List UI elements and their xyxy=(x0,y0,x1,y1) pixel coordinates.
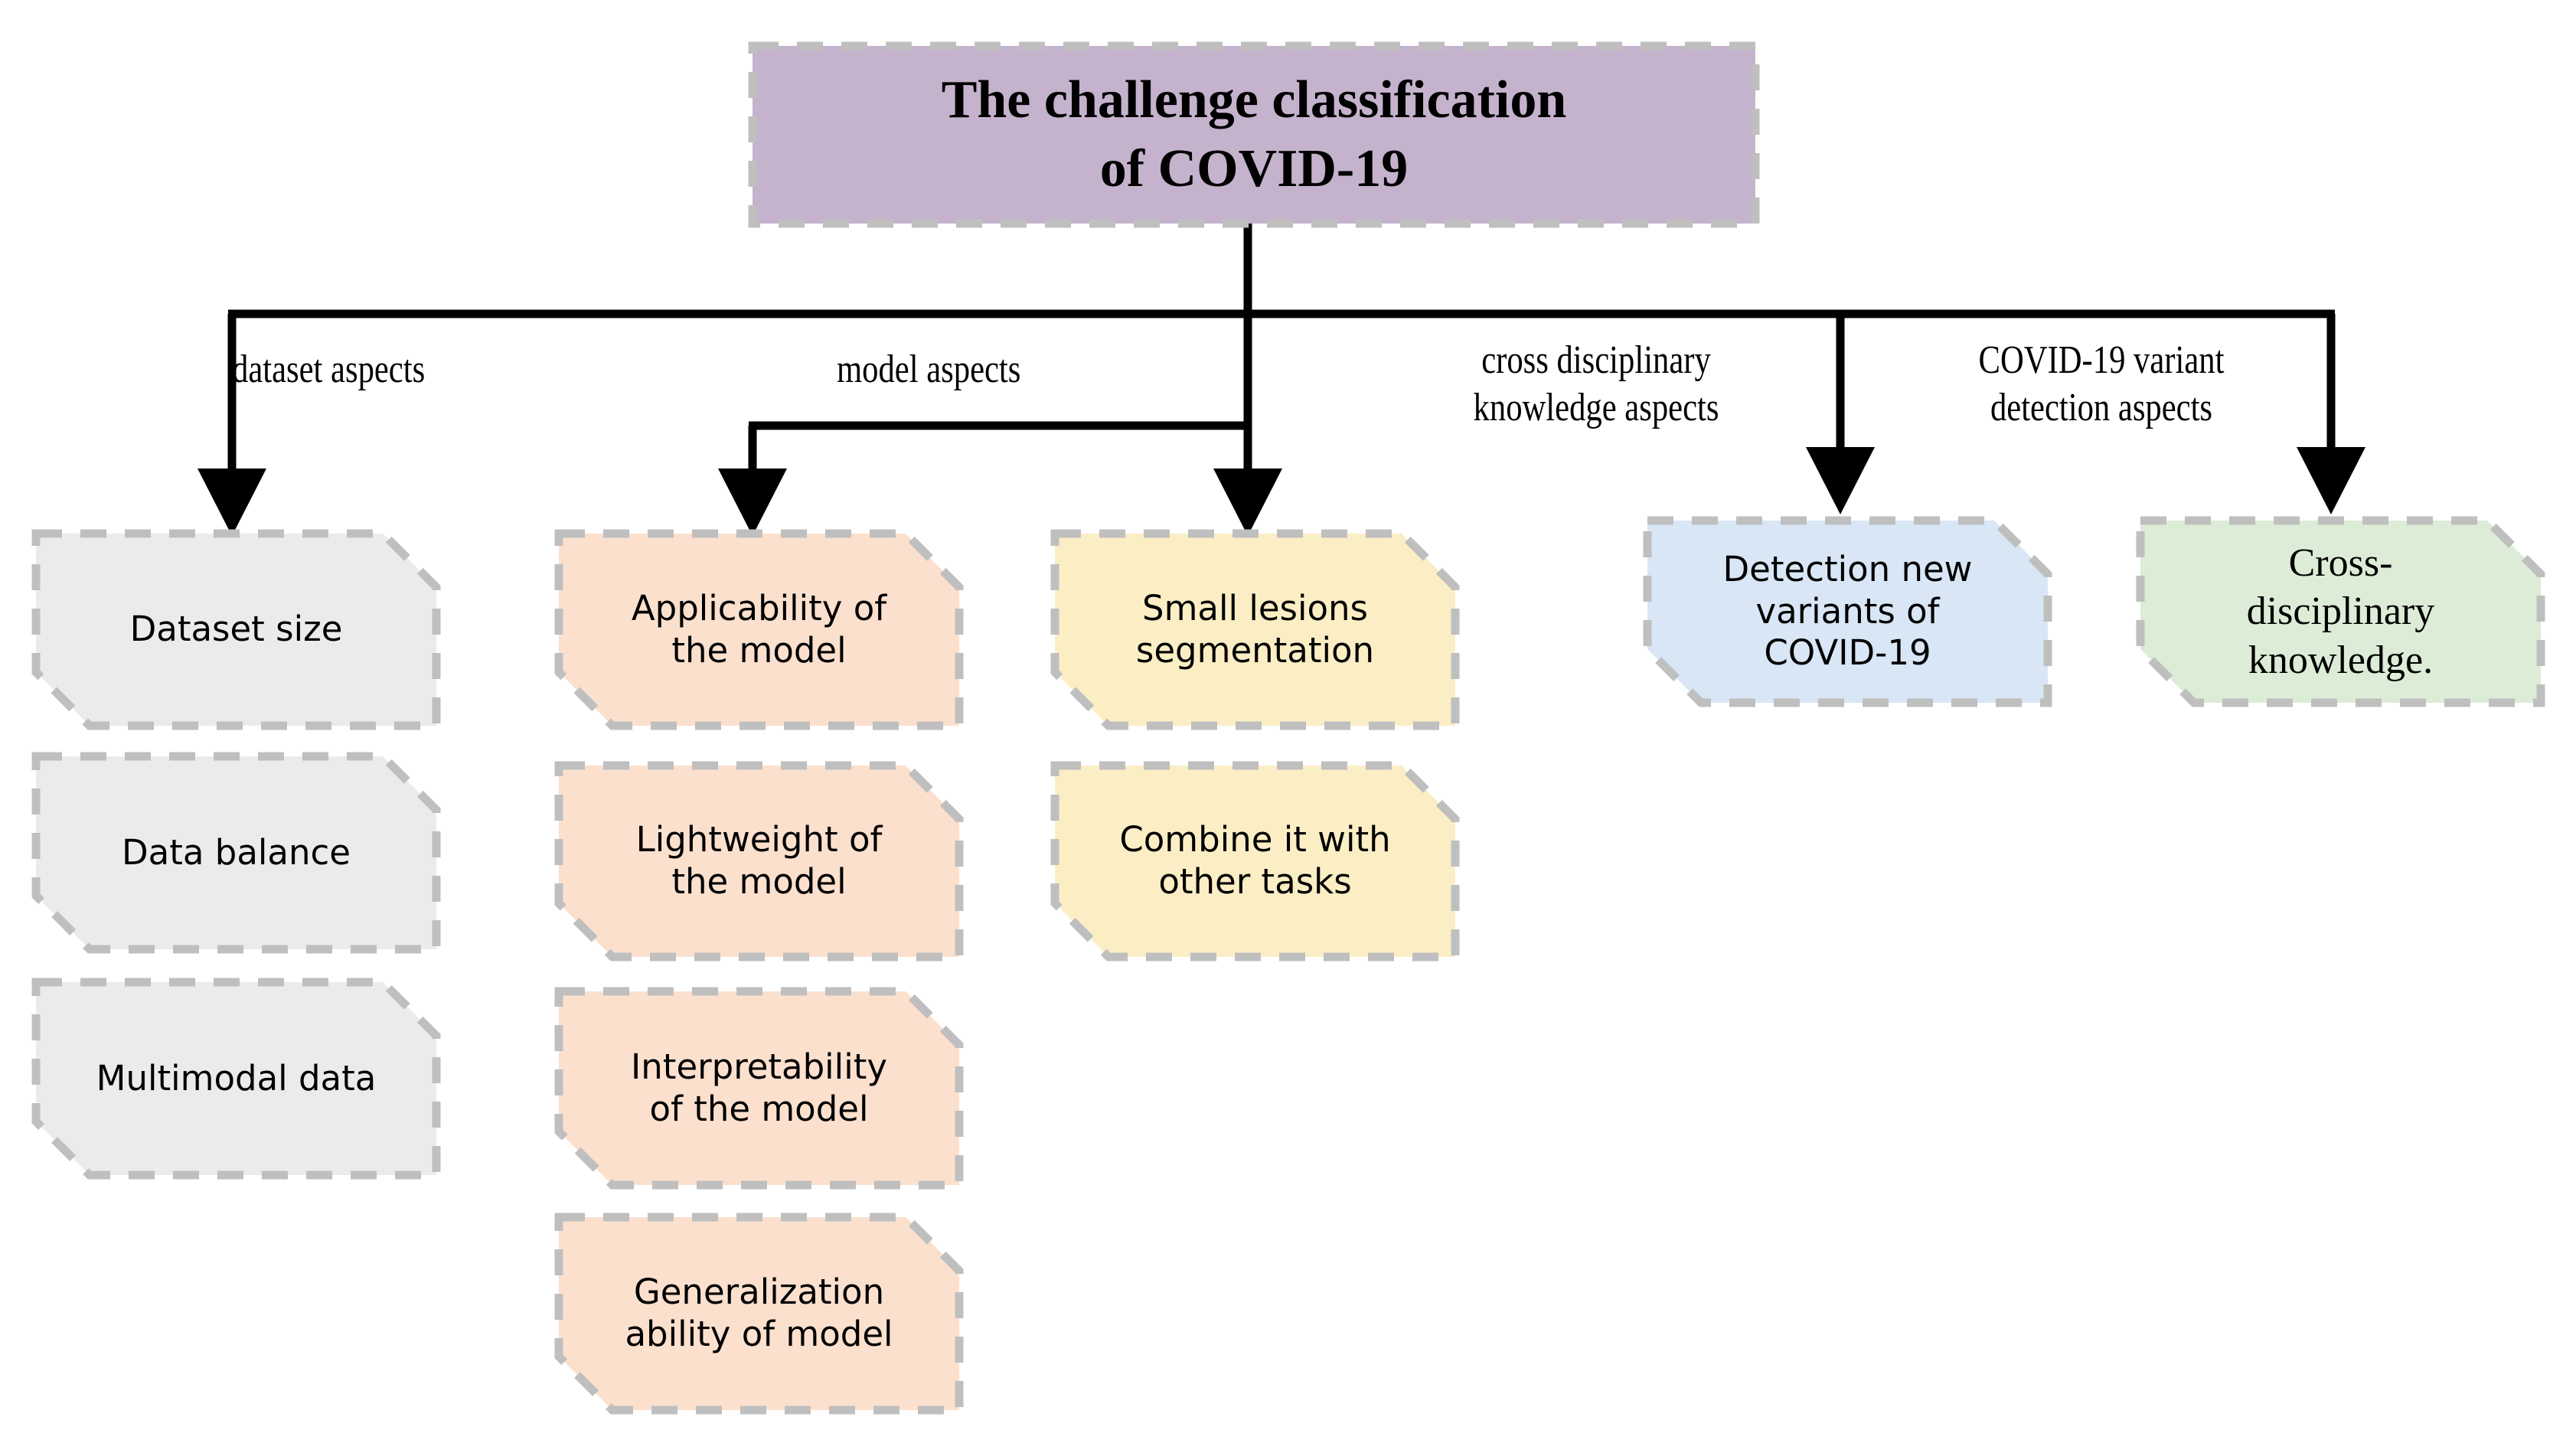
node-shape-applicability[interactable] xyxy=(554,529,964,730)
arrow-model-applicability xyxy=(718,469,787,536)
node-shape-multimodal-data[interactable] xyxy=(31,978,441,1180)
node-shape-detection-variants[interactable] xyxy=(1643,516,2052,707)
node-shape-combine-tasks[interactable] xyxy=(1050,761,1460,961)
arrow-cross xyxy=(1806,447,1875,514)
arrow-model-lesion xyxy=(1213,469,1282,536)
node-shape-lightweight[interactable] xyxy=(554,761,964,961)
arrow-dataset xyxy=(198,469,266,536)
root-node-shape[interactable] xyxy=(748,41,1760,228)
arrow-variant xyxy=(2297,447,2365,514)
node-shape-generalization[interactable] xyxy=(554,1213,964,1415)
node-shape-small-lesions[interactable] xyxy=(1050,529,1460,730)
node-shape-data-balance[interactable] xyxy=(31,752,441,954)
node-shape-cross-disciplinary[interactable] xyxy=(2136,516,2545,707)
node-shape-dataset-size[interactable] xyxy=(31,529,441,730)
node-shape-interpretability[interactable] xyxy=(554,987,964,1190)
